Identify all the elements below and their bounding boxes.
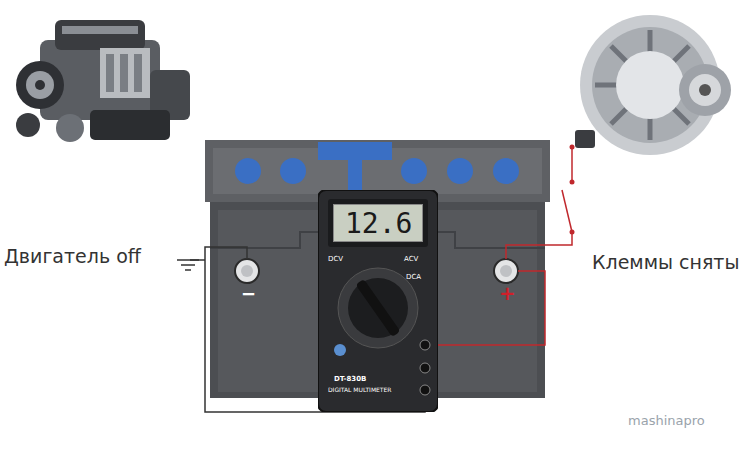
engine-state-label: Двигатель off: [4, 246, 141, 268]
lcd-display: 12.6: [333, 204, 423, 242]
minus-sign: −: [241, 284, 256, 305]
multimeter-label: DIGITAL MULTIMETER: [328, 387, 391, 394]
plus-sign: +: [499, 282, 516, 305]
multimeter-body: DCV ACV DCA DT-830B DIGITAL MULTIMETER 12.6: [318, 190, 438, 412]
terminals-label: Клеммы сняты: [592, 252, 739, 274]
multimeter-label: DCV: [328, 256, 343, 264]
wires: [177, 145, 575, 413]
multimeter-label: DCA: [406, 274, 421, 282]
alternator-picture: [575, 15, 731, 155]
watermark: mashinapro: [628, 414, 705, 429]
reading-value: 12.6: [345, 209, 412, 240]
multimeter-label: DT-830B: [334, 376, 366, 384]
engine-picture: [16, 20, 190, 142]
multimeter-label: ACV: [404, 256, 418, 264]
